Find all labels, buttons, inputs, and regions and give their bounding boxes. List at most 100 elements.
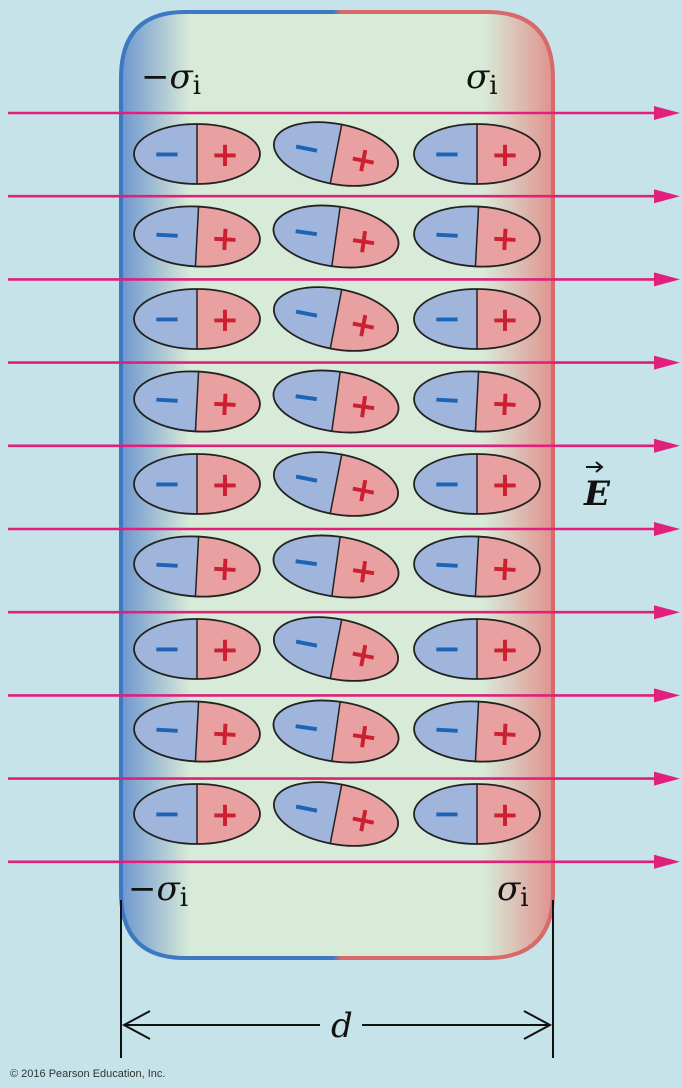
dipole-molecule: −+ (133, 123, 261, 185)
dipole-divider (194, 206, 200, 267)
neg-sigma-top-label: −σi (141, 57, 201, 101)
molecule-outline (413, 535, 541, 598)
dipole-divider (194, 701, 200, 762)
dipole-molecule: −+ (268, 772, 404, 856)
molecule-grid: −+−+−+−+−+−+−+−+−+−+−+−+−+−+−+−+−+−+−+−+… (132, 112, 542, 856)
plus-sign: + (490, 383, 521, 424)
molecule-outline (133, 288, 261, 350)
dipole-molecule: −+ (269, 363, 403, 440)
field-line (8, 688, 680, 703)
dipole-molecule: −+ (268, 442, 404, 526)
molecule-outline (413, 700, 541, 763)
plus-sign: + (491, 135, 520, 175)
width-dimension: d (120, 900, 554, 1058)
plus-sign: + (210, 713, 241, 754)
plus-sign: + (490, 548, 521, 589)
plus-sign: + (210, 548, 241, 589)
dipole-molecule: −+ (269, 198, 403, 275)
plus-sign: + (211, 300, 240, 340)
negative-half (132, 698, 199, 762)
field-line (8, 106, 680, 120)
minus-sign: − (152, 379, 183, 420)
arrowhead-right-icon (654, 522, 680, 536)
dipole-molecule: −+ (413, 618, 541, 680)
positive-half (195, 701, 262, 765)
molecule-outline (133, 453, 261, 515)
open-arrowhead-left-icon (121, 1010, 151, 1040)
dipole-divider (329, 454, 343, 514)
dipole-molecule: −+ (413, 123, 541, 185)
dipole-divider (474, 536, 480, 597)
field-lines (8, 106, 680, 869)
positive-half (195, 206, 262, 270)
field-line (8, 605, 680, 620)
field-line (8, 355, 680, 370)
plus-sign: + (211, 630, 240, 670)
field-symbol: E (583, 474, 611, 514)
molecule-outline (413, 370, 541, 433)
plus-sign: + (347, 550, 381, 594)
minus-sign: − (433, 794, 462, 834)
dipole-divider (329, 124, 343, 184)
field-line (8, 854, 680, 869)
dipole-molecule: −+ (132, 698, 262, 765)
dipole-divider (329, 784, 343, 844)
field-line (8, 272, 680, 287)
field-line (8, 189, 680, 204)
minus-sign: − (433, 629, 462, 669)
dipole-molecule: −+ (412, 533, 542, 600)
molecule-outline (272, 534, 400, 599)
minus-sign: − (153, 134, 182, 174)
copyright-text: © 2016 Pearson Education, Inc. (10, 1068, 166, 1080)
dipole-divider (331, 206, 341, 267)
minus-sign: − (152, 544, 183, 585)
dipole-divider (194, 536, 200, 597)
plus-sign: + (491, 630, 520, 670)
minus-sign: − (153, 629, 182, 669)
dipole-molecule: −+ (412, 368, 542, 435)
pos-sigma-top-label: σi (466, 57, 498, 101)
negative-half (412, 533, 479, 597)
dipole-molecule: −+ (133, 453, 261, 515)
plus-sign: + (210, 218, 241, 259)
plus-sign: + (347, 715, 381, 759)
dipole-molecule: −+ (268, 607, 404, 691)
minus-sign: − (433, 299, 462, 339)
minus-sign: − (433, 464, 462, 504)
arrowhead-right-icon (654, 355, 680, 370)
field-line (8, 438, 680, 453)
dipole-molecule: −+ (268, 277, 404, 361)
vector-arrowhead-icon (595, 461, 604, 473)
dipole-molecule: −+ (269, 693, 403, 770)
minus-sign: − (152, 709, 183, 750)
molecule-outline (133, 700, 261, 763)
molecule-outline (133, 535, 261, 598)
molecule-outline (272, 616, 400, 682)
arrowhead-right-icon (654, 189, 680, 204)
dipole-divider (474, 371, 480, 432)
dipole-divider (474, 701, 480, 762)
positive-half (475, 536, 542, 600)
minus-sign: − (153, 464, 182, 504)
molecule-outline (133, 783, 261, 845)
minus-sign: − (289, 541, 323, 585)
dipole-molecule: −+ (132, 203, 262, 270)
plus-sign: + (211, 795, 240, 835)
minus-sign: − (289, 376, 323, 420)
dipole-molecule: −+ (269, 528, 403, 605)
molecule-outline (272, 286, 400, 352)
field-line (8, 771, 680, 786)
dipole-divider (331, 701, 341, 762)
plus-sign: + (490, 218, 521, 259)
molecule-outline (413, 288, 541, 350)
negative-half (132, 368, 199, 432)
plus-sign: + (491, 465, 520, 505)
arrowhead-right-icon (654, 106, 680, 120)
molecule-outline (133, 370, 261, 433)
plus-sign: + (491, 300, 520, 340)
minus-sign: − (153, 794, 182, 834)
molecule-outline (272, 451, 400, 517)
plus-sign: + (490, 713, 521, 754)
field-vector-label: E (583, 461, 611, 514)
